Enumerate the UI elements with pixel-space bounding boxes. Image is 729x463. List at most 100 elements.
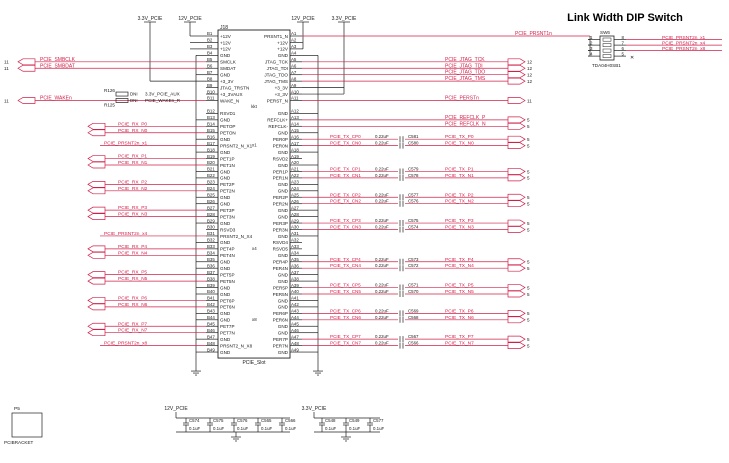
- pin-name-a: GND: [278, 234, 289, 239]
- tx-cap-value: 0.22uF: [375, 289, 389, 294]
- resistor-ref: R125: [104, 103, 115, 108]
- offpage-connector-right: [507, 226, 526, 233]
- pin-name-b: GND: [220, 350, 231, 355]
- pin-name-b: PET2N: [220, 189, 235, 194]
- dip-ref: SW6: [600, 30, 610, 35]
- pin-name-b: GND: [220, 53, 231, 58]
- rx-net-label: PCIE_RX_P0: [118, 121, 147, 127]
- pin-num-a: A6: [291, 63, 297, 68]
- decap-value: 0.1uF: [237, 426, 249, 431]
- tx-cap-ref: C578: [408, 173, 419, 178]
- decap-ref: C576: [237, 418, 248, 423]
- pin-name-a: REFCLK+: [267, 118, 288, 123]
- offpage-connector-right: [507, 122, 526, 130]
- pin-num-b: B43: [207, 309, 215, 314]
- offpage-connector-left: [87, 213, 106, 220]
- tx-cap-value: 0.22uF: [375, 334, 389, 339]
- net-ref-right: 12: [527, 60, 533, 65]
- decap-ref: C575: [213, 418, 224, 423]
- pin-name-a: JTAG_TDI: [267, 66, 288, 71]
- tx-net-label: PCIE_TX_CN7: [330, 341, 361, 346]
- pin-name-b: PRSNT2_N_X4: [220, 234, 253, 239]
- tx-cap-value: 0.22uF: [375, 199, 389, 204]
- pin-name-a: JTAG_TCK: [265, 60, 289, 65]
- pin-name-a: PER3P: [273, 221, 288, 226]
- pin-num-b: B28: [207, 212, 215, 217]
- dip-switch-title: Link Width DIP Switch: [567, 12, 683, 24]
- power-label: 3.3V_PCIE: [138, 16, 163, 22]
- tx-ref: 5: [527, 176, 530, 181]
- pin-num-b: B11: [207, 96, 215, 101]
- pin-name-a: PER3N: [273, 227, 288, 232]
- decap-value: 0.1uF: [325, 426, 337, 431]
- pin-name-b: GND: [220, 169, 231, 174]
- dip-pin-right: 5: [622, 52, 625, 57]
- pin-name-a: GND: [278, 53, 289, 58]
- offpage-connector-left: [87, 206, 106, 214]
- net-ref-right: 11: [527, 98, 532, 103]
- rx-net-label: PCIE_RX_N3: [118, 212, 148, 218]
- tx-out-label: PCIE_TX_P2: [445, 192, 474, 198]
- rx-net-label: PCIE_RX_P6: [118, 295, 147, 301]
- pin-name-b: GND: [220, 73, 231, 78]
- pin-name-b: GND: [220, 221, 231, 226]
- pin-name-a: PER4N: [273, 266, 288, 271]
- pin-name-b: PET6N: [220, 305, 235, 310]
- pin-num-b: B48: [207, 341, 215, 346]
- rx-net-label: PCIE_RX_N6: [118, 302, 148, 308]
- offpage-connector-left: [87, 155, 106, 162]
- decap-ref: C577: [373, 418, 384, 423]
- dip-pin-left: 1: [590, 35, 593, 40]
- pin-num-a: A30: [291, 225, 299, 230]
- net-label-left: PCIE_SMBDAT: [40, 63, 75, 69]
- pin-num-a: A5: [291, 57, 297, 62]
- rx-net-label: PCIE_RX_P5: [118, 270, 147, 276]
- pin-num-b: B8: [207, 76, 213, 81]
- pin-name-b: PET5P: [220, 272, 235, 277]
- tx-out-label: PCIE_TX_P3: [445, 218, 474, 224]
- pin-num-b: B5: [207, 57, 213, 62]
- offpage-connector-left: [87, 277, 106, 285]
- pin-num-b: B36: [207, 263, 215, 268]
- net-label-right: PCIE_JTAG_TMS: [445, 76, 486, 82]
- tx-cap-ref: C569: [408, 308, 419, 313]
- offpage-connector-left: [87, 245, 106, 253]
- offpage-connector-right: [507, 264, 526, 272]
- pin-num-a: A1: [291, 31, 297, 36]
- tx-net-label: PCIE_TX_CN5: [330, 289, 361, 294]
- pin-name-a: GND: [278, 272, 289, 277]
- tx-out-label: PCIE_TX_P5: [445, 283, 474, 289]
- pin-name-a: PER6N: [273, 318, 288, 323]
- pin-name-a: GND: [278, 305, 289, 310]
- pin-num-b: B1: [207, 31, 213, 36]
- offpage-connector-left: [87, 297, 106, 304]
- connector-ref: J18: [220, 25, 228, 31]
- decap-value: 0.1uF: [373, 426, 385, 431]
- pin-num-a: A43: [291, 309, 299, 314]
- tx-ref: 5: [527, 169, 530, 174]
- rx-net-label: PCIE_RX_N1: [118, 160, 148, 166]
- tx-cap-ref: C581: [408, 134, 419, 139]
- resistor-body: [115, 91, 129, 97]
- dip-switch-toggle: [602, 37, 612, 42]
- tx-cap-ref: C573: [408, 257, 419, 262]
- pin-name-a: REFCLK-: [268, 124, 288, 129]
- pin-num-b: B9: [207, 83, 213, 88]
- prsnt2-label: PCIE_PRSNT2n_x8: [104, 341, 148, 347]
- pin-num-b: B34: [207, 251, 215, 256]
- tx-net-label: PCIE_TX_CP3: [330, 218, 361, 223]
- pin-num-b: B47: [207, 334, 215, 339]
- pin-num-a: A12: [291, 109, 299, 114]
- tx-cap-value: 0.22uF: [375, 166, 389, 171]
- tx-ref: 5: [527, 227, 530, 232]
- tx-net-label: PCIE_TX_CP0: [330, 134, 361, 139]
- offpage-connector-right: [507, 342, 526, 349]
- pin-num-b: B27: [207, 205, 215, 210]
- pin-num-b: B3: [207, 44, 213, 49]
- pin-name-b: GND: [220, 292, 231, 297]
- net-label-left: PCIE_WAKEn: [40, 96, 72, 102]
- prsnt2-label: PCIE_PRSNT2n_x4: [104, 231, 148, 237]
- pin-name-b: PETON: [220, 131, 236, 136]
- pin-name-b: GND: [220, 311, 231, 316]
- tx-ref: 5: [527, 195, 530, 200]
